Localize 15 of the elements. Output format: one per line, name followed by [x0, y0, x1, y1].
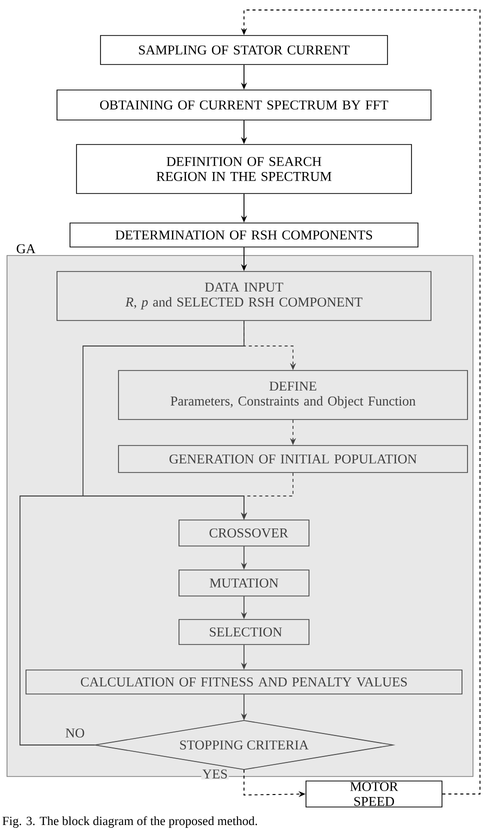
process-box: DEFINE Parameters, Constraints and Object Function	[118, 370, 468, 420]
arrow	[20, 496, 248, 746]
process-box: DATA INPUT R, p and SELECTED RSH COMPONENT	[56, 271, 432, 321]
process-box: CALCULATION OF FITNESS AND PENALTY VALUES	[26, 670, 462, 694]
process-box: SELECTION	[178, 619, 310, 645]
process-box: SAMPLING OF STATOR CURRENT	[100, 35, 388, 65]
node-label: GA	[16, 244, 36, 254]
process-box: GENERATION OF INITIAL POPULATION	[118, 445, 468, 473]
process-box: OBTAINING OF CURRENT SPECTRUM BY FFT	[56, 90, 432, 120]
caption: Fig. 3. The block diagram of the proposed method.	[2, 816, 257, 828]
process-box: MOTOR SPEED	[306, 780, 442, 808]
process-box: MUTATION	[178, 570, 310, 596]
process-box: CROSSOVER	[178, 520, 310, 546]
process-box: DETERMINATION OF RSH COMPONENTS	[70, 222, 418, 248]
process-box: DEFINITION OF SEARCH REGION IN THE SPECTRUM	[76, 144, 412, 194]
